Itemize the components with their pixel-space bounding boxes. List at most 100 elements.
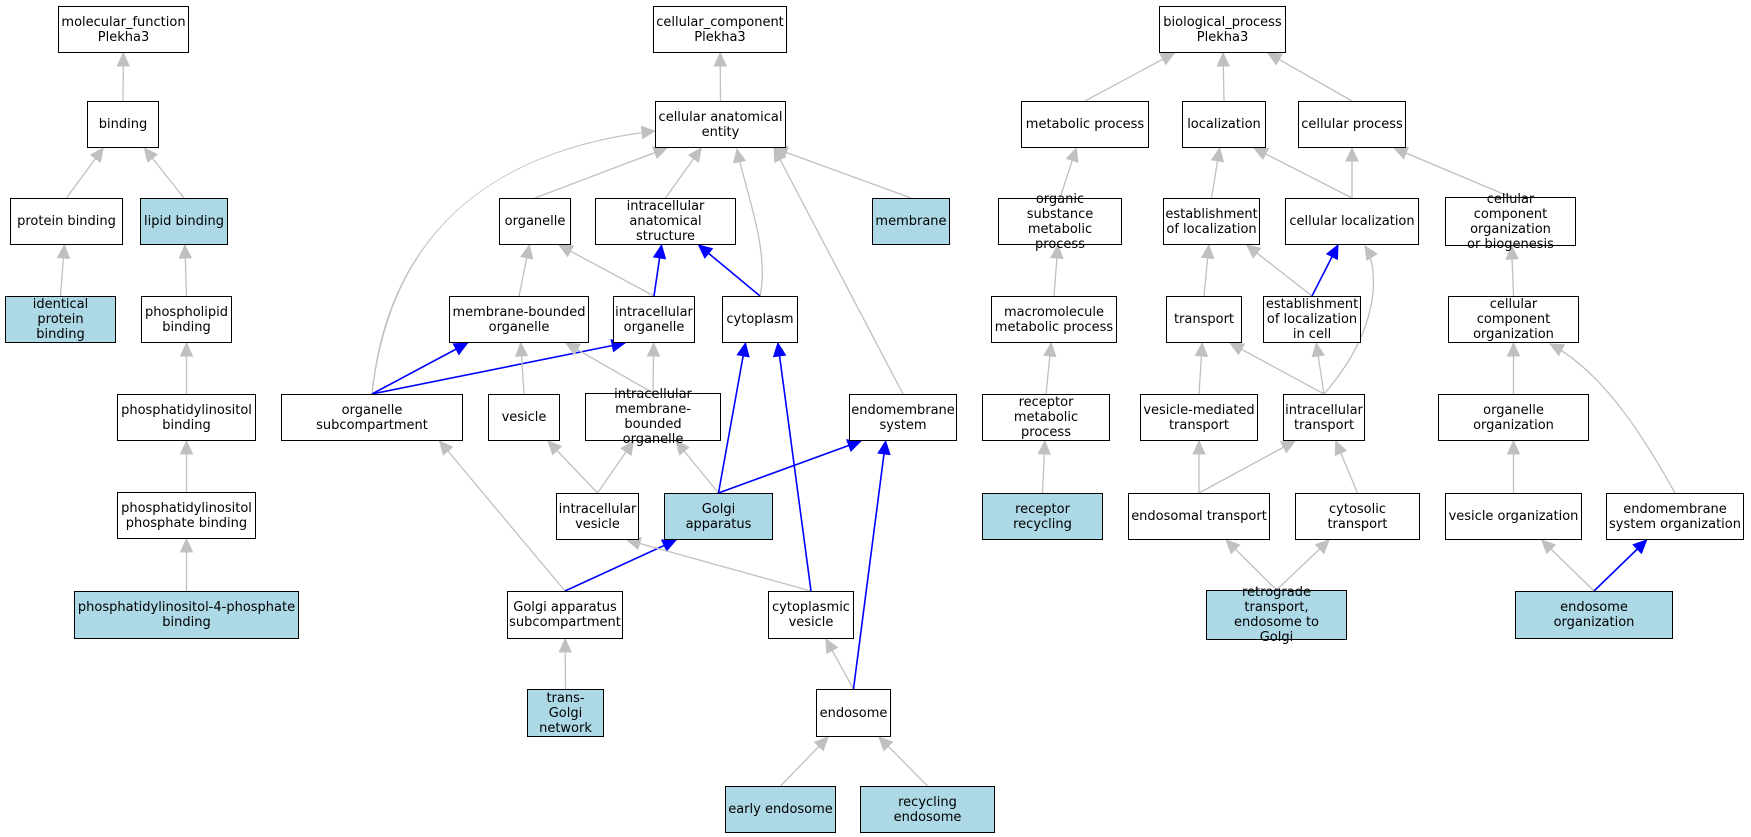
edge-intracellular_mb_organelle-to-membrane_bounded_organelle <box>565 342 654 394</box>
edge-cc_organization_or_biogenesis-to-cellular_process <box>1393 147 1511 198</box>
node-golgi-apparatus[interactable]: Golgi apparatus <box>664 493 773 540</box>
arrowhead-intracellular_vesicle-to-intracellular_mb_organelle <box>620 440 635 456</box>
arrowhead-organelle_subcompartment-to-cellular_anatomical_entity <box>640 125 657 140</box>
node-receptor-recycling[interactable]: receptor recycling <box>982 493 1103 540</box>
arrowhead-vesicle-to-membrane_bounded_organelle <box>514 341 529 357</box>
node-vesicle[interactable]: vesicle <box>488 394 560 441</box>
node-endosome[interactable]: endosome <box>816 689 891 737</box>
node-intracellular-organelle[interactable]: intracellular organelle <box>613 296 695 343</box>
node-establishment-of-localization-in-cell[interactable]: establishment of localization in cell <box>1263 296 1361 343</box>
arrowhead-intracellular_mb_organelle-to-membrane_bounded_organelle <box>564 342 581 356</box>
arrowhead-intracellular_mb_organelle-to-intracellular_organelle <box>646 341 661 357</box>
node-identical-protein-binding[interactable]: identical protein binding <box>5 296 116 343</box>
arrowhead-receptor_recycling-to-receptor_metabolic_process <box>1037 439 1051 455</box>
arrowhead-cellular_anatomical_entity-to-cc_root <box>713 51 728 67</box>
node-molecular-function-root[interactable]: molecular_function Plekha3 <box>58 6 189 53</box>
node-receptor-metabolic-process[interactable]: receptor metabolic process <box>982 394 1110 441</box>
node-vesicle-mediated-transport[interactable]: vesicle-mediated transport <box>1140 394 1258 441</box>
node-metabolic-process[interactable]: metabolic process <box>1021 101 1149 148</box>
arrowhead-intracellular_transport-to-establishment_of_localization_in_cell <box>1311 341 1325 358</box>
node-cellular-anatomical-entity[interactable]: cellular anatomical entity <box>655 101 786 148</box>
arrowhead-macromolecule_metabolic_process-to-organic_substance_metabolic_process <box>1050 243 1064 259</box>
node-early-endosome[interactable]: early endosome <box>725 786 836 833</box>
arrowhead-pi4p_binding-to-phosphatidylinositol_phosphate_binding <box>179 537 194 553</box>
edge-organelle_subcompartment-to-membrane_bounded_organelle <box>371 342 468 395</box>
node-organelle-organization[interactable]: organelle organization <box>1438 394 1589 441</box>
arrowhead-early_endosome-to-endosome <box>813 736 829 752</box>
node-vesicle-organization[interactable]: vesicle organization <box>1445 493 1582 540</box>
edge-golgi_subcompartment-to-golgi_apparatus <box>564 539 677 592</box>
node-phosphatidylinositol-binding[interactable]: phosphatidylinositol binding <box>117 394 256 441</box>
edge-establishment_of_localization_in_cell-to-establishment_of_localization <box>1246 244 1313 297</box>
edge-organelle-to-cellular_anatomical_entity <box>534 147 668 199</box>
arrowhead-membrane_bounded_organelle-to-organelle <box>520 243 534 260</box>
node-intracellular-transport[interactable]: intracellular transport <box>1283 394 1365 441</box>
arrowhead-phospholipid_binding-to-lipid_binding <box>178 243 193 259</box>
arrowhead-organelle_organization-to-cc_organization <box>1506 341 1521 357</box>
arrowhead-golgi_apparatus-to-cytoplasm <box>736 341 750 358</box>
node-phospholipid-binding[interactable]: phospholipid binding <box>141 296 232 343</box>
node-establishment-of-localization[interactable]: establishment of localization <box>1163 198 1260 245</box>
node-protein-binding[interactable]: protein binding <box>10 198 123 245</box>
node-binding[interactable]: binding <box>87 101 159 148</box>
node-membrane[interactable]: membrane <box>872 198 950 245</box>
arrowhead-intracellular_transport-to-transport <box>1228 342 1246 356</box>
arrowhead-establishment_of_localization_in_cell-to-cellular_localization <box>1325 243 1339 261</box>
node-trans-golgi-network[interactable]: trans-Golgi network <box>527 689 604 737</box>
node-cytosolic-transport[interactable]: cytosolic transport <box>1295 493 1420 540</box>
node-endomembrane-system-organization[interactable]: endomembrane system organization <box>1606 493 1744 540</box>
arrowhead-golgi_subcompartment-to-organelle_subcompartment <box>438 440 454 456</box>
node-cytoplasm[interactable]: cytoplasm <box>722 296 798 343</box>
arrowhead-vesicle_organization-to-organelle_organization <box>1506 439 1521 455</box>
edge-golgi_subcompartment-to-organelle_subcompartment <box>439 440 566 592</box>
node-organelle[interactable]: organelle <box>499 198 571 245</box>
node-intracellular-membrane-bounded-organelle[interactable]: intracellular membrane-bounded organelle <box>585 387 721 447</box>
node-retrograde-transport-endosome-to-golgi[interactable]: retrograde transport, endosome to Golgi <box>1206 585 1347 645</box>
node-membrane-bounded-organelle[interactable]: membrane-bounded organelle <box>449 296 589 343</box>
arrowhead-golgi_apparatus-to-intracellular_mb_organelle <box>675 440 690 456</box>
arrowhead-cytosolic_transport-to-intracellular_transport <box>1334 439 1348 457</box>
arrowhead-endosome-to-endomembrane_system <box>877 439 891 456</box>
node-recycling-endosome[interactable]: recycling endosome <box>860 786 995 833</box>
arrowhead-endomembrane_system-to-cellular_anatomical_entity <box>773 146 787 164</box>
node-cellular-localization[interactable]: cellular localization <box>1285 198 1419 245</box>
node-cellular-component-organization-or-biogenesis[interactable]: cellular component organization or bioge… <box>1445 192 1576 252</box>
node-macromolecule-metabolic-process[interactable]: macromolecule metabolic process <box>991 296 1117 343</box>
arrowhead-intracellular_vesicle-to-vesicle <box>547 440 563 456</box>
arrowhead-endosome-to-cytoplasmic_vesicle <box>825 637 839 655</box>
node-phosphatidylinositol-phosphate-binding[interactable]: phosphatidylinositol phosphate binding <box>117 492 256 539</box>
node-cytoplasmic-vesicle[interactable]: cytoplasmic vesicle <box>768 591 854 639</box>
node-transport[interactable]: transport <box>1166 296 1242 343</box>
node-endosome-organization[interactable]: endosome organization <box>1515 591 1673 639</box>
node-cellular-component-organization[interactable]: cellular component organization <box>1448 296 1579 343</box>
node-pi4p-binding[interactable]: phosphatidylinositol-4-phosphate binding <box>74 591 299 639</box>
node-lipid-binding[interactable]: lipid binding <box>140 198 228 245</box>
edge-layer <box>56 51 1676 787</box>
node-biological-process-root[interactable]: biological_process Plekha3 <box>1159 6 1286 53</box>
arrowhead-endomembrane_system_organization-to-cc_organization <box>1548 343 1566 357</box>
arrowhead-establishment_of_localization_in_cell-to-establishment_of_localization <box>1245 244 1262 259</box>
node-golgi-apparatus-subcompartment[interactable]: Golgi apparatus subcompartment <box>507 591 623 639</box>
edge-metabolic_process-to-bp_root <box>1084 52 1175 102</box>
node-endomembrane-system[interactable]: endomembrane system <box>849 394 957 441</box>
node-intracellular-anatomical-structure[interactable]: intracellular anatomical structure <box>595 198 736 245</box>
node-intracellular-vesicle[interactable]: intracellular vesicle <box>556 493 639 540</box>
node-organelle-subcompartment[interactable]: organelle subcompartment <box>281 394 463 441</box>
node-cellular-component-root[interactable]: cellular_component Plekha3 <box>653 6 787 53</box>
edge-golgi_apparatus-to-endomembrane_system <box>718 440 862 494</box>
arrowhead-vesicle_mediated_transport-to-transport <box>1194 341 1209 357</box>
edge-golgi_apparatus-to-cytoplasm <box>717 342 747 494</box>
arrowhead-golgi_subcompartment-to-golgi_apparatus <box>660 539 678 552</box>
arrowhead-cellular_localization-to-localization <box>1252 147 1270 161</box>
arrowhead-endosome_organization-to-endomembrane_system_organization <box>1632 539 1648 555</box>
node-localization[interactable]: localization <box>1182 101 1266 148</box>
arrowhead-cellular_process-to-bp_root <box>1266 52 1283 66</box>
node-organic-substance-metabolic-process[interactable]: organic substance metabolic process <box>998 192 1122 252</box>
arrowhead-transport-to-establishment_of_localization <box>1200 243 1215 260</box>
arrowhead-phosphatidylinositol_binding-to-phospholipid_binding <box>179 341 194 357</box>
node-endosomal-transport[interactable]: endosomal transport <box>1128 493 1270 540</box>
arrowhead-cytoplasmic_vesicle-to-cytoplasm <box>772 341 787 358</box>
edge-endosome-to-endomembrane_system <box>852 440 887 690</box>
node-cellular-process[interactable]: cellular process <box>1298 101 1406 148</box>
